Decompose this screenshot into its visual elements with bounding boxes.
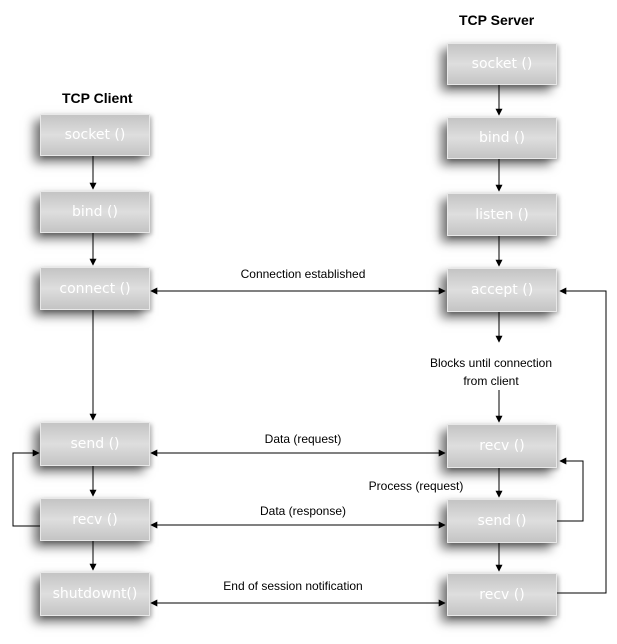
client-shutdown-box: shutdownt() [40,572,150,616]
label-blocks-until-connection: Blocks until connection from client [430,354,552,390]
server-recv-final-box: recv () [447,573,557,616]
client-recv-box: recv () [40,498,150,541]
server-inner-loop-arrow [557,457,584,522]
server-bind-box: bind () [447,117,557,159]
server-listen-box: listen () [447,193,557,236]
label-end-of-session: End of session notification [223,579,363,593]
label-blocks-line1: Blocks until connection [429,356,553,370]
client-bind-box: bind () [40,191,150,233]
client-socket-box: socket () [40,114,150,156]
tcp-client-title: TCP Client [62,90,133,106]
label-blocks-line2: from client [463,374,519,388]
tcp-server-title: TCP Server [459,12,535,28]
client-send-box: send () [40,422,150,466]
label-data-request: Data (request) [264,432,342,446]
label-process-request: Process (request) [368,479,464,493]
server-socket-box: socket () [447,43,557,85]
server-outer-loop-arrow [557,287,607,594]
client-connect-box: connect () [40,267,150,310]
server-accept-box: accept () [447,268,557,312]
label-data-response: Data (response) [259,504,347,518]
server-recv-box: recv () [447,424,557,468]
label-connection-established: Connection established [240,267,366,281]
client-loop-arrow [12,449,41,527]
server-send-box: send () [447,499,557,543]
